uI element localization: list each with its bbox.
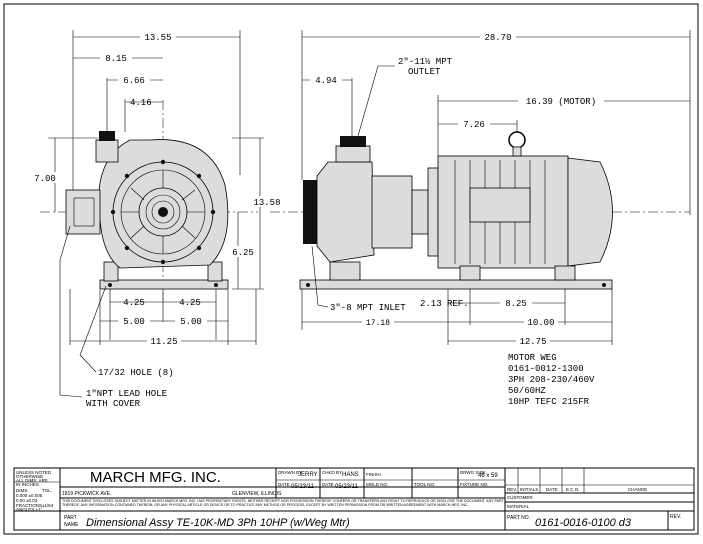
dim-8-25: 8.25 [505,299,527,309]
drawn-label: DRAWN BY [278,470,302,475]
side-pump-casing [316,161,375,263]
dim-12-75: 12.75 [519,337,546,347]
front-lead-hole-box [65,189,101,235]
side-outlet [335,145,371,163]
tol-tol: TOL. [42,488,52,493]
tol-row-2: 0.00 ±0.03 [16,498,38,503]
part-no: 0161-0016-0100 d3 [535,517,632,529]
front-outlet [95,139,119,163]
motor-note-line-2: 0161-0012-1300 [508,364,584,374]
part-name: Dimensional Assy TE-10K-MD 3Ph 10HP (w/W… [86,517,350,529]
dim-7-00: 7.00 [34,174,56,184]
note-lead-hole-2: WITH COVER [86,399,141,409]
dim-13-58: 13.58 [253,198,280,208]
unless-noted-4: IN INCHES. [16,482,40,487]
name-label: NAME [64,522,79,528]
mold-label: MOLD NO. [366,482,388,487]
side-outlet-thread [340,136,366,147]
tol-row-3: FRACTIONS±1/64 [16,503,54,508]
note-lead-hole-1: 1"NPT LEAD HOLE [86,389,167,399]
chkd-label: CHKD BY [322,470,342,475]
side-terminal-box [469,187,531,223]
front-foot-right [207,261,223,282]
side-fan-cover [567,157,613,267]
dim-2-13-ref: 2.13 REF. [420,299,469,309]
note-inlet: 3"-8 MPT INLET [330,303,406,313]
drwg-size: 46 x 59 [478,473,498,479]
front-foot-left [103,261,119,282]
motor-note-line-4: 50/60HZ [508,386,546,396]
side-adapter [371,175,413,249]
tool-label: TOOL NO. [414,482,435,487]
dim-17-18: 17.18 [366,319,390,328]
date-1: 05/23/11 [291,484,315,490]
rev-header-change: CHANGE [628,487,647,492]
tol-row-1: 0.000 ±0.005 [16,493,43,498]
note-outlet-2: OUTLET [408,67,441,77]
customer-label: CUSTOMER [507,495,533,500]
dim-4-16: 4.16 [130,98,152,108]
motor-note-line-1: MOTOR WEG [508,353,557,363]
dim-16-39-motor: 16.39 (MOTOR) [526,97,596,107]
rev-header-eco: E.C.O. [566,487,580,492]
dim-28-70: 28.70 [484,33,511,43]
company-name: MARCH MFG. INC. [90,469,221,486]
drwg-label: DRWG SIZE [460,470,485,475]
front-outlet-thread [99,131,115,141]
dim-10-00: 10.00 [527,318,554,328]
confidentiality-notice: THIS DOCUMENT DISCLOSES SUBJECT MATTER I… [62,499,504,507]
unless-noted-1: UNLESS NOTED [16,470,52,475]
part-label: PART [64,515,77,521]
rev-label: REV. [670,514,681,520]
rev-header-initials: INITIALS [520,487,538,492]
date-label-2: DATE [322,482,334,487]
company-address: 1819 PICKWICK AVE. [62,491,111,497]
confidentiality-notice-wrap: THIS DOCUMENT DISCLOSES SUBJECT MATTER I… [62,499,504,507]
note-hole: 17/32 HOLE (8) [98,368,174,378]
dim-13-55: 13.55 [144,33,171,43]
motor-note: MOTOR WEG 0161-0012-1300 3PH 208-230/460… [508,353,595,407]
motor-note-line-3: 3PH 208-230/460V [508,375,595,385]
date-label-1: DATE [278,482,290,487]
motor-note-line-5: 10HP TEFC 215FR [508,397,590,407]
dim-4-94: 4.94 [315,76,337,86]
side-base [299,279,613,290]
part-no-label: PART NO. [507,515,530,521]
dim-6-66: 6.66 [123,76,145,86]
side-inlet-thread [303,180,317,244]
rev-header-date: DATE [546,487,558,492]
chkd-by: HANS [342,472,359,478]
side-view: 28.70 4.94 2"-11½ MPT OUTLET 16.39 (MOTO… [270,30,691,407]
side-pump-foot [329,261,361,281]
front-view: 13.55 8.15 6.66 4.16 7.00 13.58 6.25 [30,30,284,409]
unless-noted-3: ALL DIMS. ARE [16,478,48,483]
dim-11-25: 11.25 [150,337,177,347]
fixture-label: FIXTURE NO. [460,482,489,487]
dim-5-00-right: 5.00 [180,317,202,327]
dim-4-25-right: 4.25 [179,298,201,308]
dim-8-15: 8.15 [105,54,127,64]
note-outlet-1: 2"-11½ MPT [398,57,453,67]
material-label: MATERIAL [507,504,530,509]
drawing-border [3,3,699,535]
side-lifting-eye [512,146,522,157]
rev-header-rev: REV. [507,487,517,492]
date-2: 05/23/11 [335,484,359,490]
drawn-by: JERRY [298,472,318,478]
front-base [99,279,229,290]
dim-5-00-left: 5.00 [123,317,145,327]
dim-6-25: 6.25 [232,248,254,258]
tol-dims: DIMS. [16,488,29,493]
dim-4-25-left: 4.25 [123,298,145,308]
tol-row-4: ANGLES ±1° [16,507,42,512]
company-city: GLENVIEW, ILLINOIS [232,491,282,497]
title-block: UNLESS NOTED OTHERWISE ALL DIMS. ARE IN … [13,467,695,531]
finish-label: FINISH [366,472,381,477]
dim-7-26: 7.26 [463,120,485,130]
unless-noted-2: OTHERWISE [16,474,43,479]
